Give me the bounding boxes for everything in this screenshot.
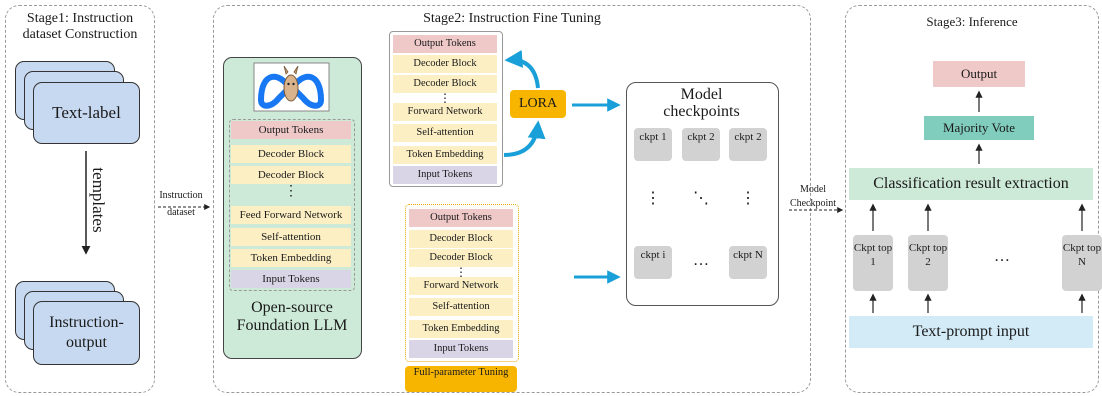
ckpt-top-1: Ckpt top 1 — [853, 235, 893, 291]
lora-input-tokens: Input Tokens — [393, 166, 497, 184]
full-output-tokens: Output Tokens — [409, 209, 513, 227]
full-forward-network: Forward Network — [409, 277, 513, 295]
lora-box: LORA — [510, 90, 566, 118]
lora-output-tokens: Output Tokens — [393, 35, 497, 53]
ckpt-row2-i: ckpt i — [634, 246, 672, 279]
text-label-text: Text-label — [52, 103, 121, 122]
lora-forward-network: Forward Network — [393, 103, 497, 121]
ckpt-dots-3: ⋮ — [740, 190, 756, 207]
full-param-stack-panel — [405, 204, 519, 362]
full-token-embedding: Token Embedding — [409, 320, 513, 338]
ckpt-row1-2: ckpt 2 — [682, 128, 720, 161]
ckpt-dots-2: ⋱ — [693, 190, 709, 207]
llm-self-attention: Self-attention — [231, 228, 351, 246]
templates-label: templates — [89, 167, 108, 233]
ckpt-row1-3: ckpt 2 — [729, 128, 767, 161]
ckpt-row2-ellipsis: … — [693, 252, 709, 269]
ckpt-top-n: Ckpt top N — [1062, 235, 1102, 291]
lora-decoder-block-2: Decoder Block — [393, 75, 497, 93]
full-decoder-block-2: Decoder Block — [409, 249, 513, 267]
lora-vertical-dots: ⋮ — [439, 91, 451, 105]
stage2-title: Stage2: Instruction Fine Tuning — [423, 11, 601, 26]
llm-layer-stack — [229, 119, 355, 291]
llm-vertical-dots: ⋮ — [284, 184, 298, 199]
lora-decoder-block-1: Decoder Block — [393, 55, 497, 73]
instruction-dataset-label: Instruction dataset — [159, 190, 203, 218]
model-checkpoint-label: Model Checkpoint — [789, 184, 837, 209]
majority-vote-box: Majority Vote — [924, 116, 1034, 140]
stage1-title: Stage1: Instruction dataset Construction — [22, 11, 138, 42]
ckpt-top-ellipsis: … — [994, 248, 1010, 265]
instruction-output-text: Instruction-output — [49, 314, 124, 351]
lora-stack-panel — [389, 31, 503, 187]
meta-llama-logo-icon — [253, 62, 330, 112]
llm-decoder-block-1: Decoder Block — [231, 145, 351, 163]
full-self-attention: Self-attention — [409, 298, 513, 316]
ckpt-dots-1: ⋮ — [645, 190, 661, 207]
ckpt-row2-n: ckpt N — [729, 246, 767, 279]
text-label-card: Text-label — [33, 82, 140, 144]
stage3-title: Stage3: Inference — [926, 14, 1018, 29]
full-input-tokens: Input Tokens — [409, 340, 513, 358]
llm-input-tokens: Input Tokens — [231, 270, 351, 288]
ckpt-top-2: Ckpt top 2 — [908, 235, 948, 291]
llm-decoder-block-2: Decoder Block — [231, 166, 351, 184]
model-checkpoints-title: Model checkpoints — [663, 86, 740, 120]
lora-token-embedding: Token Embedding — [393, 146, 497, 164]
llm-token-embedding: Token Embedding — [231, 249, 351, 267]
full-parameter-tuning-box: Full-parameter Tuning — [405, 366, 517, 392]
text-prompt-input-box: Text-prompt input — [849, 316, 1093, 348]
output-box: Output — [933, 61, 1025, 87]
ckpt-row1-1: ckpt 1 — [634, 128, 672, 161]
full-decoder-block-1: Decoder Block — [409, 230, 513, 248]
llm-output-tokens: Output Tokens — [231, 121, 351, 139]
foundation-llm-label: Open-source Foundation LLM — [236, 299, 348, 334]
llm-feed-forward: Feed Forward Network — [231, 206, 351, 224]
instruction-output-card: Instruction-output — [33, 301, 140, 365]
lora-self-attention: Self-attention — [393, 124, 497, 142]
classification-extraction-box: Classification result extraction — [849, 168, 1093, 200]
full-vertical-dots: ⋮ — [455, 265, 467, 279]
